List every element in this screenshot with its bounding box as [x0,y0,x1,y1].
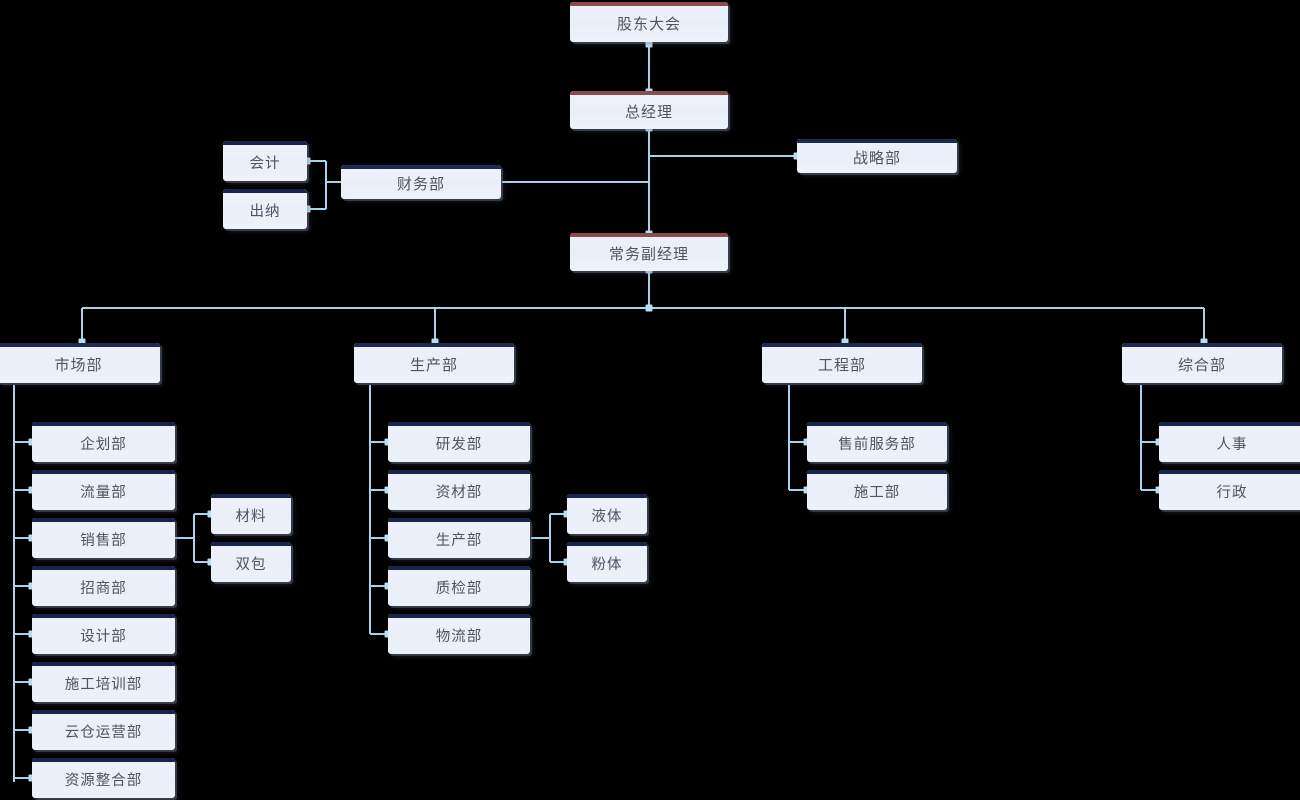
node-cap [567,494,647,498]
node-cap [1159,470,1300,474]
node-cap [32,758,175,762]
node-cap [1159,422,1300,426]
node-engineering-child-construction[interactable]: 施工部 [807,470,947,510]
node-label: 销售部 [80,532,127,549]
node-cap [32,662,175,666]
node-cap [570,2,728,6]
node-label: 行政 [1216,484,1248,501]
node-cap [388,566,530,570]
node-cap [0,343,160,347]
node-cap [797,139,957,143]
node-label: 常务副经理 [608,245,689,263]
node-label: 生产部 [435,532,483,549]
node-label: 会计 [249,155,281,172]
node-cap [211,494,291,498]
node-cap [388,614,530,618]
node-label: 综合部 [1177,356,1226,374]
node-label: 市场部 [54,356,103,374]
node-cap [388,518,530,522]
node-production-department[interactable]: 生产部 [354,343,514,383]
node-cap [388,470,530,474]
node-label: 双包 [235,556,267,573]
node-cap [807,470,947,474]
node-engineering-child-presales[interactable]: 售前服务部 [807,422,947,462]
node-label: 材料 [235,508,267,525]
node-label: 总经理 [624,103,673,121]
node-general-manager[interactable]: 总经理 [570,91,728,129]
node-cap [32,470,175,474]
node-finance-department[interactable]: 财务部 [341,165,501,199]
node-cap [32,422,175,426]
node-label: 物流部 [435,628,483,645]
node-label: 生产部 [409,356,458,374]
node-label: 施工部 [853,484,901,501]
node-label: 流量部 [80,484,127,501]
node-market-child-cloud-warehouse[interactable]: 云仓运营部 [32,710,175,750]
node-production-child-quality[interactable]: 质检部 [388,566,530,606]
node-market-child-design[interactable]: 设计部 [32,614,175,654]
node-deputy-general-manager[interactable]: 常务副经理 [570,233,728,271]
node-production-child-logistics[interactable]: 物流部 [388,614,530,654]
node-market-department[interactable]: 市场部 [0,343,160,383]
node-sales-child-material[interactable]: 材料 [211,494,291,534]
node-cap [341,165,501,169]
node-cap [1122,343,1282,347]
node-market-child-traffic[interactable]: 流量部 [32,470,175,510]
node-cap [354,343,514,347]
node-production-child-powder[interactable]: 粉体 [567,542,647,582]
node-production-child-production[interactable]: 生产部 [388,518,530,558]
node-general-affairs-child-admin[interactable]: 行政 [1159,470,1300,510]
node-accounting[interactable]: 会计 [223,141,307,181]
node-cap [762,343,922,347]
node-market-child-planning[interactable]: 企划部 [32,422,175,462]
node-label: 施工培训部 [64,676,143,693]
node-sales-child-double-package[interactable]: 双包 [211,542,291,582]
node-cap [388,422,530,426]
node-cap [32,710,175,714]
node-cap [32,566,175,570]
node-engineering-department[interactable]: 工程部 [762,343,922,383]
node-label: 人事 [1216,436,1248,453]
node-cap [223,189,307,193]
node-label: 企划部 [80,436,127,453]
node-label: 战略部 [852,149,901,167]
node-label: 云仓运营部 [64,724,143,741]
node-cap [32,614,175,618]
node-label: 液体 [591,508,623,525]
node-cap [567,542,647,546]
node-cap [223,141,307,145]
node-label: 粉体 [591,556,623,573]
node-production-child-rd[interactable]: 研发部 [388,422,530,462]
node-label: 资源整合部 [64,772,143,789]
node-market-child-construction-training[interactable]: 施工培训部 [32,662,175,702]
node-label: 质检部 [435,580,483,597]
node-market-child-resource-integration[interactable]: 资源整合部 [32,758,175,798]
node-market-child-sales[interactable]: 销售部 [32,518,175,558]
node-cap [807,422,947,426]
node-cap [32,518,175,522]
node-production-child-materials[interactable]: 资材部 [388,470,530,510]
node-production-child-liquid[interactable]: 液体 [567,494,647,534]
node-label: 财务部 [396,175,445,193]
node-label: 售前服务部 [838,436,916,453]
node-label: 研发部 [435,436,483,453]
node-label: 股东大会 [616,15,681,33]
node-cap [570,91,728,95]
node-label: 出纳 [249,203,281,220]
node-label: 资材部 [435,484,483,501]
node-label: 工程部 [817,356,866,374]
node-strategy-department[interactable]: 战略部 [797,139,957,173]
node-label: 招商部 [80,580,127,597]
node-label: 设计部 [80,628,127,645]
node-shareholders-meeting[interactable]: 股东大会 [570,2,728,42]
node-general-affairs-department[interactable]: 综合部 [1122,343,1282,383]
node-general-affairs-child-hr[interactable]: 人事 [1159,422,1300,462]
node-cashier[interactable]: 出纳 [223,189,307,229]
node-cap [211,542,291,546]
node-cap [570,233,728,237]
node-market-child-investment[interactable]: 招商部 [32,566,175,606]
